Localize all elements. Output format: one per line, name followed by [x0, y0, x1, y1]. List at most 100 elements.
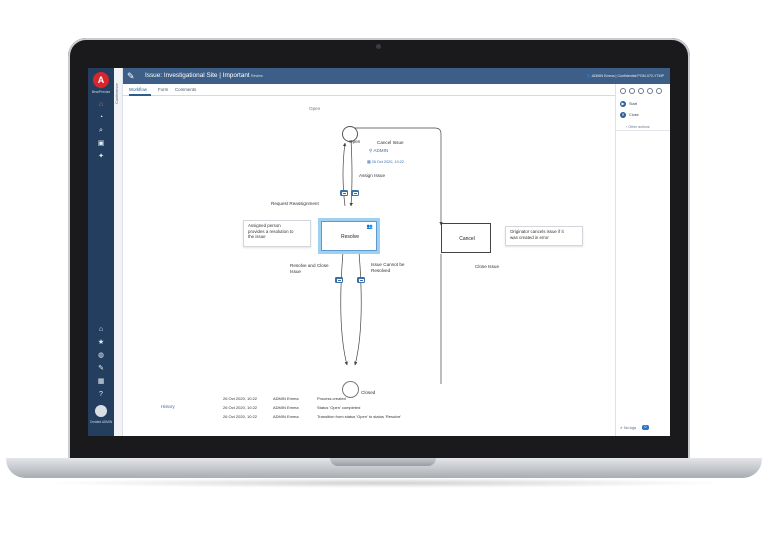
history-user: ADMIN Emma	[273, 396, 299, 401]
note-resolve: Assigned person provides a resolution to…	[243, 220, 311, 247]
no-logs-count: 0	[642, 425, 649, 430]
other-actions-label: Other actions	[628, 125, 650, 129]
note-line: Assigned person	[248, 223, 281, 228]
history-date: 26 Oct 2020, 10:22	[223, 405, 258, 410]
laptop-screen: A BearPrecise ⌂ ◔ ⌕ ▣ ✦ ⌂ ★ ◍ ✎ ▦ ? Crea…	[88, 68, 670, 436]
workflow-edges	[340, 127, 443, 384]
status-badge: Review	[251, 74, 263, 78]
app-logo[interactable]: A	[93, 72, 109, 88]
resolve-close-label[interactable]: Resolve and Close Issue	[290, 263, 329, 275]
laptop-camera	[376, 44, 381, 49]
user-info[interactable]: 👤 ADMIN Emma | Confidential PGM-073-YTMP	[586, 74, 664, 78]
note-line: was created in error	[510, 234, 549, 240]
other-actions-toggle[interactable]: › Other actions	[626, 125, 650, 129]
history-event: Status 'Open' completed	[317, 405, 361, 410]
no-logs-text: No logs	[624, 426, 637, 430]
history-user: ADMIN Emma	[273, 414, 299, 419]
globe-icon[interactable]: ◍	[97, 352, 105, 359]
no-logs-label[interactable]: ✔ No logs	[620, 426, 636, 430]
close-action-icon[interactable]: ✕	[620, 112, 626, 118]
wrench-icon[interactable]: ✎	[98, 365, 104, 372]
table-row: 26 Oct 2020, 10:22 ADMIN Emma Status 'Op…	[195, 405, 575, 413]
home-icon[interactable]: ⌂	[98, 101, 104, 108]
note-line: provides a resolution to	[248, 228, 294, 234]
date-label: ▦ 26 Oct 2020, 10:22	[367, 159, 404, 164]
user-info-text: ADMIN Emma | Confidential PGM-073-YTMP	[591, 74, 664, 78]
request-reassignment-label[interactable]: Request Reassignment	[271, 201, 319, 206]
print-icon[interactable]	[638, 88, 644, 94]
share-icon[interactable]	[647, 88, 653, 94]
closed-state[interactable]	[342, 381, 359, 398]
app-sidebar: A BearPrecise ⌂ ◔ ⌕ ▣ ✦ ⌂ ★ ◍ ✎ ▦ ? Crea…	[88, 68, 114, 436]
mail-icon[interactable]	[351, 190, 359, 196]
users-icon: 👥	[366, 224, 373, 230]
edit-icon[interactable]: ✎	[127, 71, 135, 81]
history-user: ADMIN Emma	[273, 405, 299, 410]
sparkle-icon[interactable]: ✦	[98, 153, 104, 160]
user-label: Created ADMIN	[89, 420, 113, 424]
laptop-base	[6, 458, 762, 478]
tab-bar: Workflow Form Comments	[123, 84, 615, 96]
cannot-resolve-line: Issue Cannot be	[371, 262, 405, 267]
tab-form[interactable]: Form	[158, 87, 169, 92]
table-row: 26 Oct 2020, 10:22 ADMIN Emma Process cr…	[195, 396, 575, 404]
cancel-issue-label[interactable]: Cancel Issue	[377, 140, 404, 145]
tab-workflow[interactable]: Workflow	[129, 87, 147, 92]
history-section: History 26 Oct 2020, 10:22 ADMIN Emma Pr…	[123, 386, 615, 426]
action-start[interactable]: Start	[629, 102, 638, 106]
more-icon[interactable]	[656, 88, 662, 94]
history-title[interactable]: History	[161, 404, 175, 409]
cancel-node-label: Cancel	[459, 236, 475, 242]
open-state[interactable]	[342, 126, 358, 142]
mail-icon[interactable]	[340, 190, 348, 196]
history-date: 26 Oct 2020, 10:22	[223, 414, 258, 419]
action-close[interactable]: Close	[629, 113, 639, 117]
active-tab-indicator	[129, 94, 151, 96]
avatar[interactable]	[95, 405, 107, 417]
history-date: 26 Oct 2020, 10:22	[223, 396, 258, 401]
star-icon[interactable]: ★	[97, 339, 105, 346]
vertical-tab[interactable]: Conference	[114, 68, 123, 436]
history-event: Transition from status 'Open' to status …	[317, 414, 402, 419]
note-line: the issue	[248, 234, 266, 240]
help-icon[interactable]: ?	[99, 391, 103, 398]
vertical-tab-label: Conference	[114, 83, 119, 104]
user-icon: 👤	[586, 74, 592, 78]
calendar-icon: ▦	[367, 160, 372, 164]
note-cancel: Originator cancels issue if it was creat…	[505, 226, 583, 246]
resolve-close-line: Resolve and Close	[290, 263, 329, 268]
mail-icon[interactable]	[357, 277, 365, 283]
calendar-icon[interactable]: ▦	[97, 378, 105, 385]
page-title: Issue: Investigational Site | Important	[145, 72, 250, 79]
tab-comments[interactable]: Comments	[175, 87, 197, 92]
workflow-diagram: Open Open Cancel Issue ⚲ ADMIN ▦ 26 Oct …	[123, 96, 615, 398]
assign-issue-label[interactable]: Assign Issue	[359, 173, 386, 178]
search-icon[interactable]: ⌕	[99, 127, 103, 134]
mail-icon[interactable]	[335, 277, 343, 283]
user-icon: ⚲	[369, 148, 374, 153]
actions-panel: ▶ Start ✕ Close › Other actions ✔ No log…	[615, 84, 670, 436]
admin-link[interactable]: ⚲ ADMIN	[369, 148, 388, 154]
gauge-icon[interactable]: ◔	[98, 114, 104, 121]
refresh-icon[interactable]	[629, 88, 635, 94]
resolve-node[interactable]: Resolve 👥	[321, 221, 377, 251]
cannot-resolve-line: Resolved	[371, 268, 391, 273]
view-icon[interactable]	[620, 88, 626, 94]
admin-link-text: ADMIN	[373, 148, 389, 153]
panel-divider	[616, 130, 670, 131]
cancel-node[interactable]: Cancel	[441, 223, 491, 253]
diagram-top-label: Open	[309, 106, 321, 111]
history-event: Process created	[317, 396, 346, 401]
box-icon[interactable]: ▣	[97, 140, 105, 147]
close-issue-label[interactable]: Close Issue	[475, 264, 500, 269]
start-action-icon[interactable]: ▶	[620, 101, 626, 107]
resolve-node-label: Resolve	[340, 234, 360, 240]
table-row: 26 Oct 2020, 10:22 ADMIN Emma Transition…	[195, 414, 575, 422]
graduation-icon[interactable]: ⌂	[98, 326, 104, 333]
cannot-resolve-label[interactable]: Issue Cannot be Resolved	[371, 262, 404, 274]
date-text: 26 Oct 2020, 10:22	[371, 160, 404, 164]
app-logo-text: BearPrecise	[91, 90, 111, 94]
resolve-close-line: Issue	[290, 269, 301, 274]
chevron-right-icon: ›	[626, 125, 629, 129]
